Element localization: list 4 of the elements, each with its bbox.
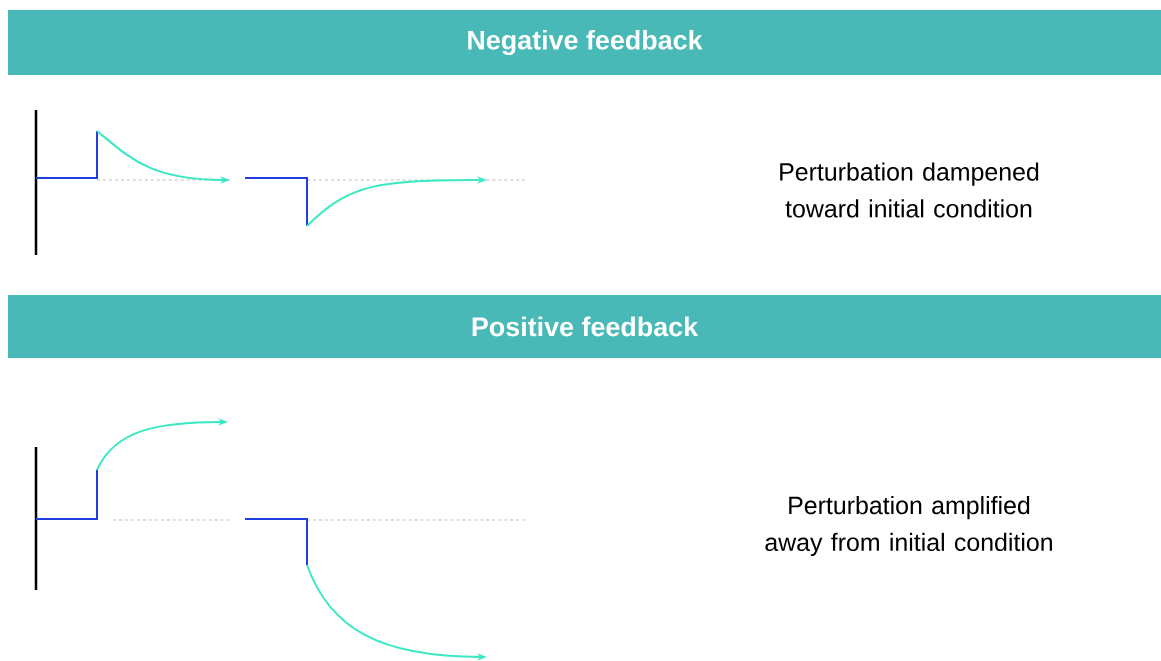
section-banner: Negative feedback [8,10,1161,75]
description-text: Perturbation dampened toward initial condition [780,162,1039,218]
section-banner: Positive feedback [8,295,1161,358]
description-text: Perturbation amplified away from initial condition [765,495,1052,557]
